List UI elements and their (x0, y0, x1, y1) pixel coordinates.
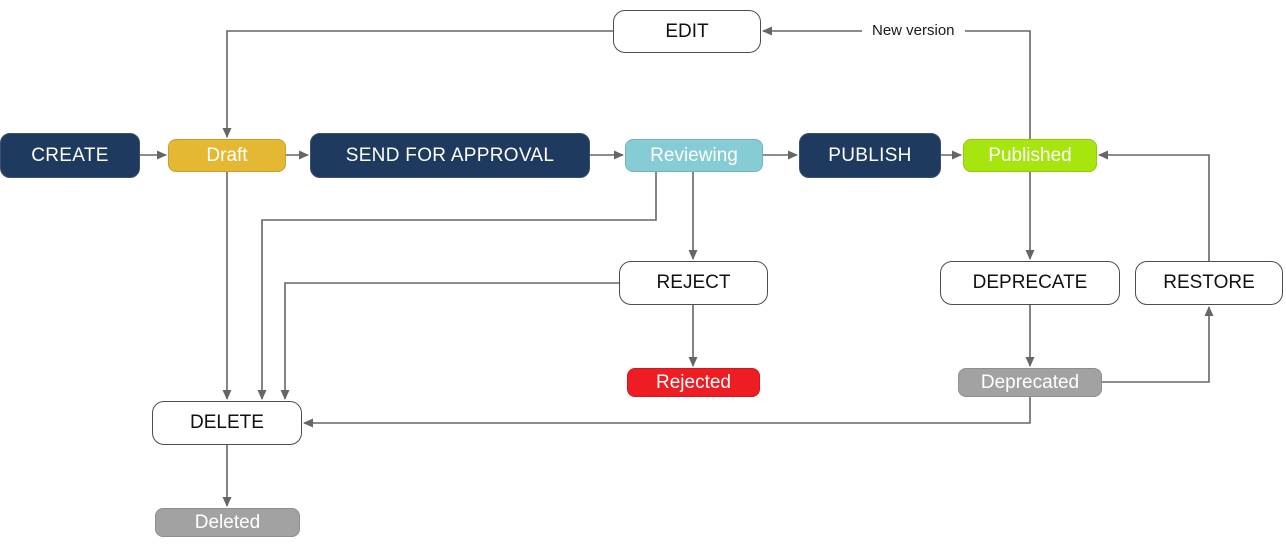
node-deleted: Deleted (155, 508, 300, 537)
node-delete: DELETE (152, 401, 302, 445)
edge-restore-published (1098, 150, 1210, 261)
node-reject: REJECT (619, 261, 768, 305)
node-draft: Draft (168, 139, 286, 172)
node-create: CREATE (0, 133, 140, 178)
node-deprecate: DEPRECATE (940, 261, 1120, 305)
edge-label-new-version: New version (862, 21, 965, 41)
node-reviewing: Reviewing (625, 139, 763, 172)
node-publish: PUBLISH (799, 133, 941, 178)
edge-reviewing-delete (257, 172, 657, 400)
edge-deprecated-restore (1102, 306, 1214, 383)
edge-deprecated-delete (303, 397, 1031, 428)
node-edit: EDIT (613, 10, 761, 53)
edge-reject-delete (280, 282, 619, 400)
node-rejected: Rejected (627, 368, 760, 397)
node-restore: RESTORE (1135, 261, 1283, 305)
node-published: Published (963, 139, 1097, 172)
node-send-for-approval: SEND FOR APPROVAL (310, 133, 590, 178)
edge-edit-draft (222, 30, 613, 138)
node-deprecated: Deprecated (958, 368, 1102, 397)
edge-published-edit-newversion (762, 26, 1031, 139)
